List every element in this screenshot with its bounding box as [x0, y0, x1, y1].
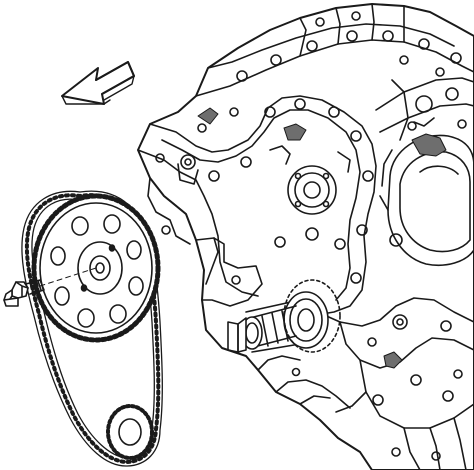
sprocket-bolt [3, 279, 45, 307]
crankshaft-sprocket [106, 404, 154, 460]
camshaft-end [227, 279, 341, 353]
direction-arrow [61, 61, 135, 105]
camshaft-sprocket [31, 193, 161, 343]
engine-block [137, 3, 474, 470]
